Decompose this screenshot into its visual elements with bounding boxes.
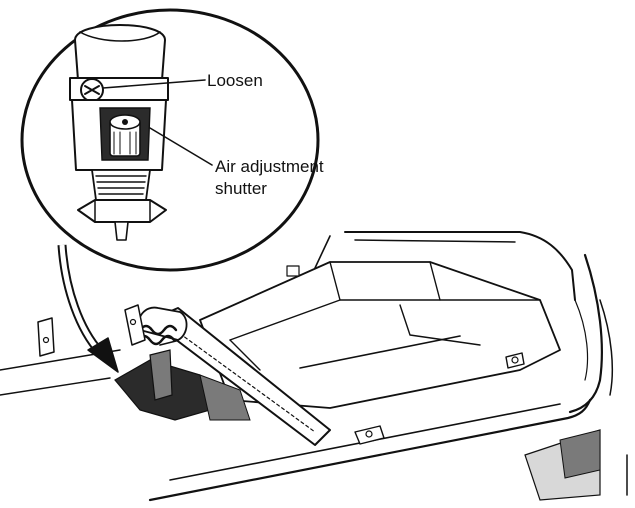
burner-tube — [124, 304, 331, 446]
callout-arrow — [57, 244, 119, 373]
magnifier-detail: Loosen Air adjustment shutter — [20, 8, 324, 272]
air-shutter-label-line2: shutter — [215, 179, 267, 198]
oven-compartment — [0, 231, 628, 502]
loosen-label: Loosen — [207, 71, 263, 90]
air-shutter-label-line1: Air adjustment — [215, 157, 324, 176]
